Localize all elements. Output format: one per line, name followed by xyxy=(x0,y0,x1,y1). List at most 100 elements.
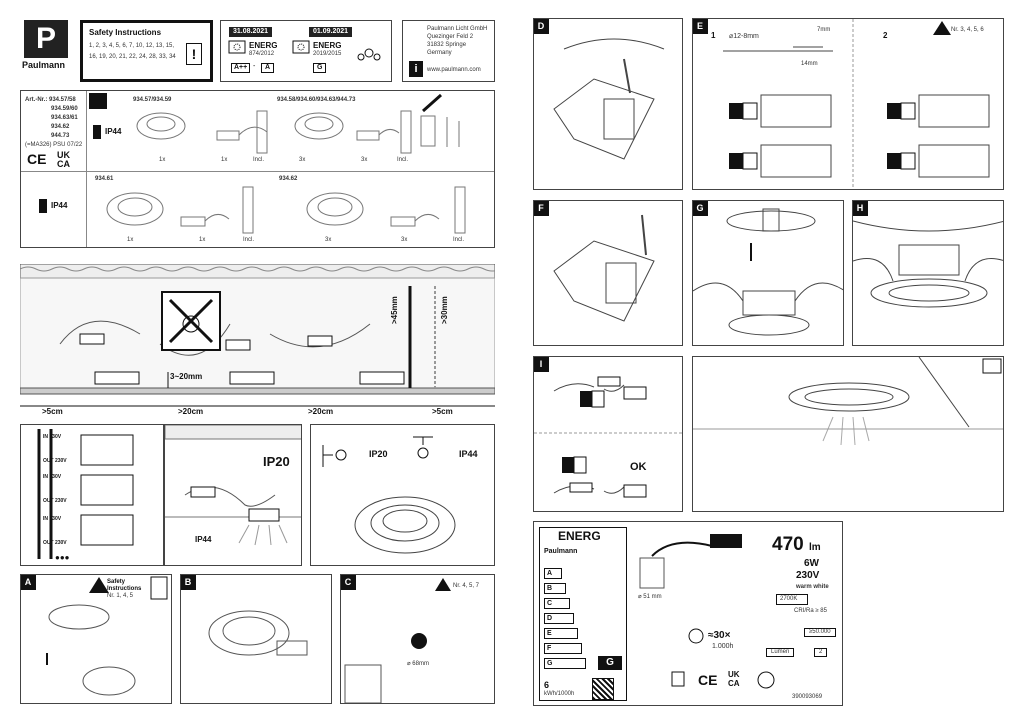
power-off-icon xyxy=(150,576,168,600)
connector-3 xyxy=(307,335,333,347)
no-cover-warning-icon xyxy=(161,291,221,351)
side-distance-2: >5cm xyxy=(432,407,453,416)
energy-class-bar: C xyxy=(544,598,570,609)
ukca-mark-2: CA xyxy=(57,159,70,169)
date-2: 01.09.2021 xyxy=(309,27,353,38)
safety-title: Safety Instructions xyxy=(89,28,162,37)
class-old: A++ xyxy=(231,63,251,74)
product-code: 390093069 xyxy=(792,694,823,700)
lifetime-clock-icon xyxy=(688,628,704,644)
lumen-unit: lm xyxy=(808,542,821,553)
info-icon-kit1 xyxy=(93,125,101,139)
wrong-mark-icon-2 xyxy=(887,152,916,170)
energy-class-bar: A xyxy=(544,568,562,579)
depth-label-2: >30mm xyxy=(440,296,449,324)
downlight-ring-drawing xyxy=(354,496,456,554)
step-e-num2: 2 xyxy=(883,31,888,40)
ok-label: OK xyxy=(630,461,647,473)
correct-mark-icon xyxy=(729,152,758,170)
article-nr-1: Art.-Nr.: 934.57/58 xyxy=(25,97,76,103)
info-icon: i xyxy=(409,61,423,77)
step-f-tab: F xyxy=(534,201,549,216)
kit3-ip: IP44 xyxy=(51,201,68,210)
glass-strip-icon-2 xyxy=(400,110,412,154)
kit2-qty2: 3x xyxy=(361,157,368,163)
lifetime-multiplier: ≈30× xyxy=(708,630,731,641)
downlight-icon xyxy=(136,112,186,140)
kits-panel: Art.-Nr.: 934.57/58 934.59/60 934.63/61 … xyxy=(20,90,495,248)
ceiling-board xyxy=(20,387,495,395)
in-label-1: IN 230V xyxy=(43,434,62,440)
step-c-nr: Nr. 4, 5, 7 xyxy=(453,583,480,589)
lumen-row-label: Lumen xyxy=(766,648,795,657)
kit1-qty1: 1x xyxy=(159,157,166,163)
kits-drawings xyxy=(106,93,466,234)
logo-box: P Paulmann xyxy=(20,20,72,72)
switching-cycles: ≥50.000 xyxy=(804,628,836,637)
safety-numbers: 1, 2, 3, 4, 5, 6, 7, 10, 12, 13, 15, 16,… xyxy=(89,43,176,60)
side-distance-1: >5cm xyxy=(42,407,63,416)
lumen-number: 470 xyxy=(772,534,804,555)
kit2-qty1: 3x xyxy=(299,157,306,163)
wrong-mark-icon-i xyxy=(580,390,605,408)
continuation-dots: ●●● xyxy=(55,553,70,562)
article-psu: (=MA326) PSU 07/22 xyxy=(25,142,83,148)
ce-mark: CE xyxy=(27,151,47,167)
step-h-panel: H xyxy=(852,200,1004,346)
kwh-value: 6 xyxy=(544,680,550,690)
warning-triangle-icon xyxy=(89,577,109,593)
energy-dates-box: 31.08.2021 01.09.2021 ENERG 874/2012 ENE… xyxy=(220,20,392,82)
active-energy-class: G xyxy=(598,656,622,670)
energy-label-brand: Paulmann xyxy=(544,548,578,555)
kits-divider-v xyxy=(86,91,87,247)
ip44-rating: IP44 xyxy=(459,449,478,459)
company-name: Paulmann Licht GmbH xyxy=(427,26,488,32)
step-g-tab: G xyxy=(693,201,708,216)
in-label-2: IN 230V xyxy=(43,474,62,480)
qr-code-icon xyxy=(592,678,614,700)
energy-class-bar: G xyxy=(544,658,586,669)
brand-name: Paulmann xyxy=(22,60,66,70)
kelvin-value: 2700K xyxy=(776,594,809,605)
ip20-rating: IP20 xyxy=(369,449,388,459)
energy-class-bar: D xyxy=(544,613,574,624)
kit4-qty1: 3x xyxy=(325,237,332,243)
article-nr-5: 944.73 xyxy=(51,133,70,139)
kit1-incl: Incl. xyxy=(253,157,265,163)
paulmann-logo: P xyxy=(24,20,68,58)
step-d-tab: D xyxy=(534,19,549,34)
lamp-diameter: ⌀ 51 mm xyxy=(638,594,662,600)
out-label-1: OUT 230V xyxy=(43,458,67,464)
driver-icon xyxy=(216,126,268,141)
step-b-panel: B xyxy=(180,574,332,704)
energy-label-1: ENERG xyxy=(249,41,278,50)
glass-strip-icon-3 xyxy=(242,186,254,234)
kit3-incl: Incl. xyxy=(243,237,255,243)
install-diagram: 3~20mm >45mm >30mm >5cm >20cm >20cm >5cm xyxy=(20,264,495,416)
kit3-qty2: 1x xyxy=(199,237,206,243)
ip20-zone-label: IP20 xyxy=(263,454,290,469)
safety-box: Safety Instructions 1, 2, 3, 4, 5, 6, 7,… xyxy=(80,20,213,82)
ceiling-hatch xyxy=(20,264,495,279)
kit3-qty1: 1x xyxy=(127,237,134,243)
class-new: G xyxy=(313,63,327,74)
driver-icon-4 xyxy=(390,214,440,227)
lamp-symbol-icon xyxy=(357,48,381,61)
step-c-diameter: ⌀ 68mm xyxy=(407,661,429,667)
energy-class-d: D xyxy=(544,613,624,624)
out-label-3: OUT 230V xyxy=(43,540,67,546)
step-a-safety: Safety Instructions xyxy=(107,579,142,592)
step-a-nr: Nr. 1, 4, 5 xyxy=(107,593,134,599)
box-icon xyxy=(89,93,107,109)
driver-box-icon xyxy=(710,534,742,548)
info-icon-kit3 xyxy=(39,199,47,213)
glass-strip-icon-4 xyxy=(454,186,466,234)
ip-zone-panel: IP20 IP44 xyxy=(164,424,302,566)
step-g-panel: G xyxy=(692,200,844,346)
lumen-row-value: 2 xyxy=(814,648,828,657)
step-e-panel: E 1 2 ⌀12-8mm 7mm 14mm Nr. 3, 4, 5, 6 xyxy=(692,18,1004,190)
energy-class-a: A xyxy=(544,568,624,579)
kit2-incl: Incl. xyxy=(397,157,409,163)
